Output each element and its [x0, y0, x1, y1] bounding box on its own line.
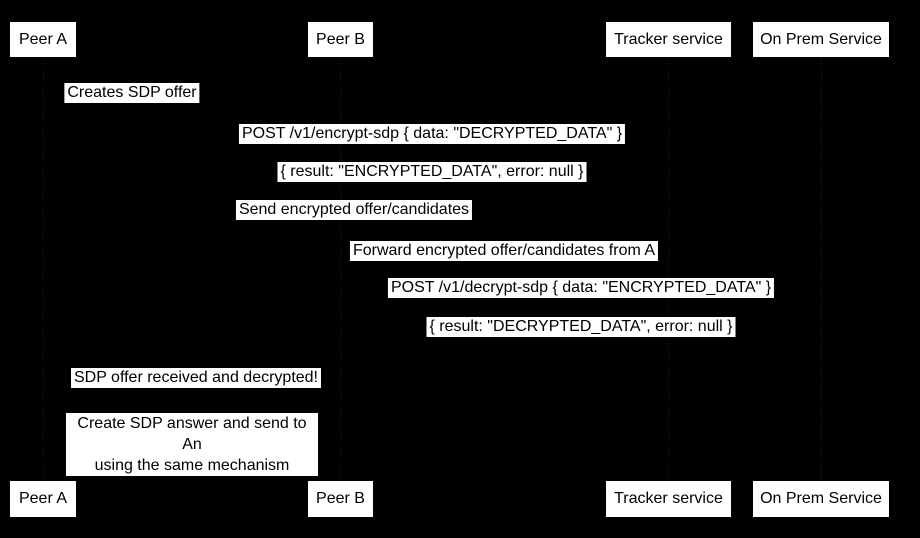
- message-encrypt-result: { result: "ENCRYPTED_DATA", error: null …: [277, 162, 587, 182]
- lifeline-peer-b: [340, 57, 341, 481]
- lifeline-on-prem-service: [821, 57, 822, 481]
- participant-peer-a-bottom: Peer A: [10, 481, 76, 517]
- participant-tracker-service-top: Tracker service: [606, 22, 731, 57]
- message-post-encrypt-sdp: POST /v1/encrypt-sdp { data: "DECRYPTED_…: [238, 124, 626, 144]
- participant-tracker-service-bottom: Tracker service: [606, 481, 731, 517]
- lifeline-tracker-service: [668, 57, 669, 481]
- participant-peer-a-top: Peer A: [10, 22, 76, 57]
- participant-peer-b-bottom: Peer B: [308, 481, 373, 517]
- note-create-sdp-answer: Create SDP answer and send to An using t…: [66, 413, 318, 476]
- lifeline-peer-a: [43, 57, 44, 481]
- participant-on-prem-service-top: On Prem Service: [753, 22, 889, 57]
- message-send-encrypted-offer: Send encrypted offer/candidates: [235, 200, 473, 220]
- message-forward-encrypted-offer: Forward encrypted offer/candidates from …: [349, 241, 659, 261]
- message-post-decrypt-sdp: POST /v1/decrypt-sdp { data: "ENCRYPTED_…: [387, 278, 775, 298]
- participant-on-prem-service-bottom: On Prem Service: [753, 481, 889, 517]
- message-sdp-offer-received: SDP offer received and decrypted!: [71, 368, 321, 388]
- message-decrypt-result: { result: "DECRYPTED_DATA", error: null …: [426, 317, 736, 337]
- message-creates-sdp-offer: Creates SDP offer: [64, 83, 200, 103]
- participant-peer-b-top: Peer B: [308, 22, 373, 57]
